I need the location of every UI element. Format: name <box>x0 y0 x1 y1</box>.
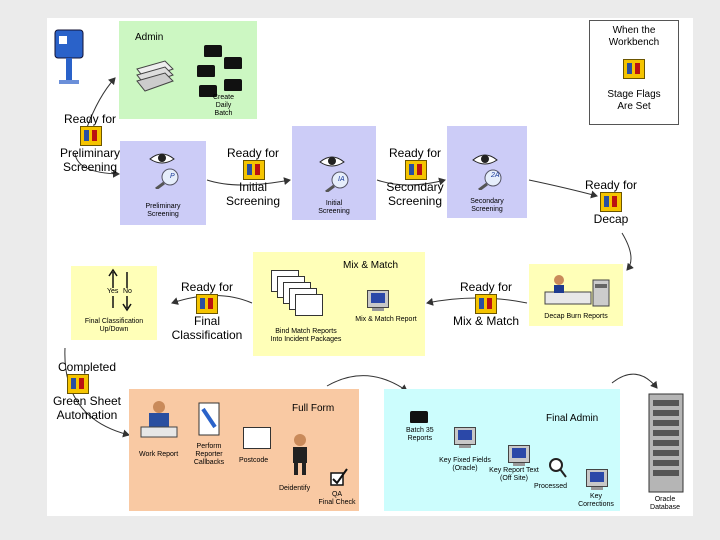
admin-title: Admin <box>135 32 164 43</box>
desk-worker-icon <box>544 275 610 307</box>
ready-final-class-label: Ready for Final Classification <box>171 280 243 342</box>
person-at-desk-icon <box>140 401 178 438</box>
connector-arrows <box>64 77 658 438</box>
stage-flag-icon <box>80 126 102 146</box>
magnifier-icon <box>549 458 567 478</box>
folder-icon <box>224 57 242 69</box>
computer-icon <box>454 427 476 448</box>
deidentify-caption: Deidentify <box>279 485 311 492</box>
magnifier-eye-icon <box>149 153 179 189</box>
phone-icon <box>198 402 220 436</box>
folder-icon <box>199 85 217 97</box>
ready-secondary-label: Ready for Secondary Screening <box>386 146 444 208</box>
magnifier-eye-icon <box>472 154 502 190</box>
decap-box: Decap Burn Reports <box>529 264 623 326</box>
fixed-fields-caption: Key Fixed Fields(Oracle) <box>439 457 491 472</box>
checkbox-icon <box>330 468 348 486</box>
arrow-fullform-to-finaladmin <box>326 375 408 392</box>
no-label: No <box>123 288 132 296</box>
ready-mix-label: Ready for Mix & Match <box>452 280 519 328</box>
paper-stack-icon <box>136 60 174 92</box>
full-form-title: Full Form <box>292 403 335 414</box>
magnifier-eye-icon <box>319 156 349 192</box>
arrow-finalclass-to-fullform <box>64 347 130 438</box>
folder-icon <box>197 65 215 77</box>
stage-flag-icon <box>600 192 622 212</box>
person-icon <box>293 434 307 475</box>
stage-flag-icon <box>623 59 645 79</box>
arrow-prelim-to-initial <box>206 177 291 186</box>
report-text-caption: Key Report Text(Off Site) <box>489 467 539 482</box>
arrow-decap-down <box>621 232 634 271</box>
final-admin-title: Final Admin <box>546 413 599 424</box>
folder-icon <box>204 45 222 57</box>
postcode-caption: Postcode <box>239 457 269 464</box>
ready-prelim-label: Ready for Preliminary Screening <box>59 112 120 174</box>
processed-caption: Processed <box>534 483 568 490</box>
arrow-finaladmin-to-oracle <box>611 373 658 389</box>
mix-match-title: Mix & Match <box>343 260 399 271</box>
ready-initial-label: Ready for Initial Screening <box>225 146 281 208</box>
stage-flag-icon <box>196 294 218 314</box>
prelim-badge: P <box>170 173 175 180</box>
initial-badge: IA <box>338 176 345 183</box>
stage-flag-icon <box>405 160 427 180</box>
server-icon <box>648 393 684 493</box>
secondary-badge: 2A <box>491 172 500 179</box>
report-page-icon <box>295 294 323 316</box>
decap-caption: Decap Burn Reports <box>544 313 608 320</box>
arrow-secondary-to-decap <box>528 179 598 199</box>
form-page-icon <box>243 427 271 449</box>
work-report-caption: Work Report <box>139 451 179 458</box>
arrow-admin-to-prelim <box>74 152 120 178</box>
folder-icon <box>224 79 242 91</box>
arrow-initial-to-secondary <box>376 177 446 186</box>
stage-flag-icon <box>243 160 265 180</box>
mix-right-caption: Mix & Match Report <box>355 316 417 323</box>
computer-icon <box>586 469 608 490</box>
computer-icon <box>508 445 530 466</box>
ready-decap-label: Ready for Decap <box>584 178 638 226</box>
yes-label: Yes <box>107 288 119 296</box>
computer-icon <box>367 290 389 311</box>
mailbox-icon <box>54 29 84 84</box>
stage-flag-icon <box>67 374 89 394</box>
folder-icon <box>410 411 428 423</box>
completed-label: Completed Green Sheet Automation <box>52 360 122 422</box>
stage-flag-icon <box>475 294 497 314</box>
